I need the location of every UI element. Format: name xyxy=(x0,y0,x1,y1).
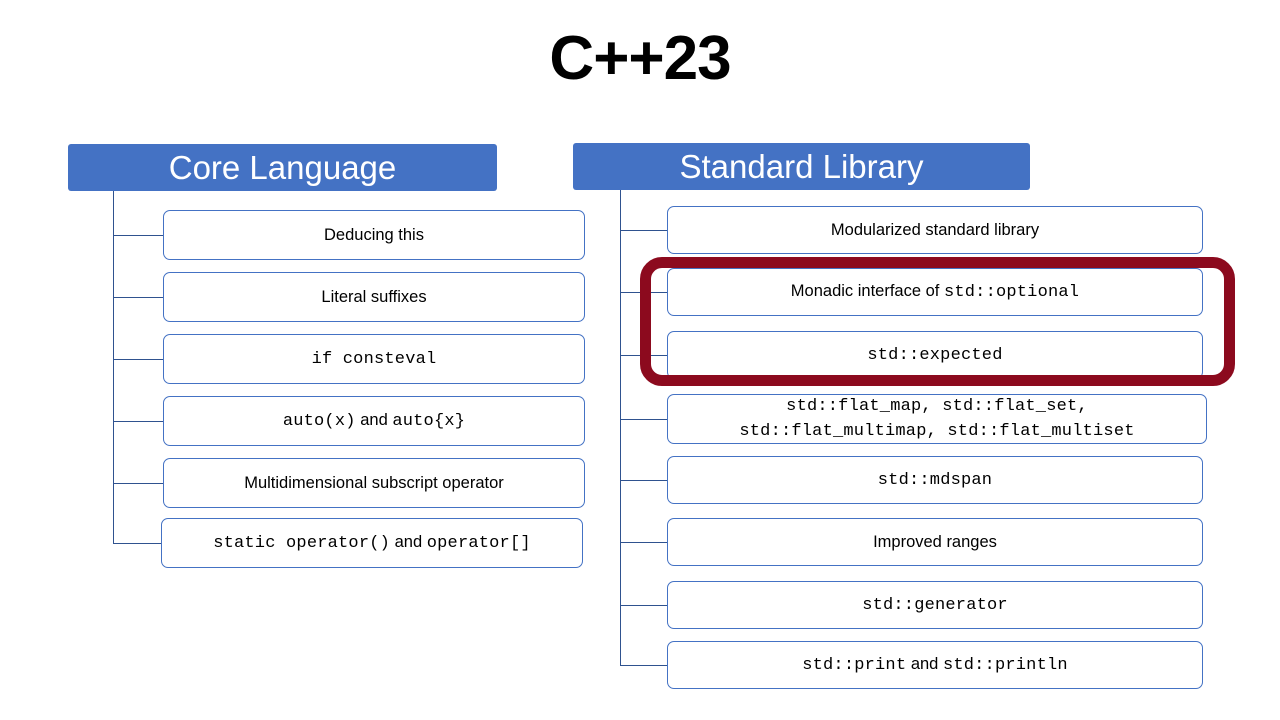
connector-stub-multidimensional-subscript-operator xyxy=(113,483,163,484)
connector-stub-modularized-standard-library xyxy=(620,230,667,231)
node-std-expected[interactable]: std::expected xyxy=(667,331,1203,379)
node-label-std-mdspan: std::mdspan xyxy=(676,468,1194,493)
text-run-prose: and xyxy=(906,654,943,673)
node-label-multidimensional-subscript-operator: Multidimensional subscript operator xyxy=(172,472,576,494)
node-monadic-interface-optional[interactable]: Monadic interface of std::optional xyxy=(667,268,1203,316)
node-label-auto-paren-brace: auto(x) and auto{x} xyxy=(172,409,576,434)
connector-stub-flat-containers xyxy=(620,419,667,420)
node-label-literal-suffixes: Literal suffixes xyxy=(172,286,576,308)
connector-stub-if-consteval xyxy=(113,359,163,360)
node-improved-ranges[interactable]: Improved ranges xyxy=(667,518,1203,566)
connector-trunk-core xyxy=(113,191,114,543)
text-run-code: std::print xyxy=(802,655,907,675)
text-run-code: std::mdspan xyxy=(877,470,993,490)
node-auto-paren-brace[interactable]: auto(x) and auto{x} xyxy=(163,396,585,446)
node-label-monadic-interface-optional: Monadic interface of std::optional xyxy=(676,280,1194,305)
node-flat-containers[interactable]: std::flat_map, std::flat_set,std::flat_m… xyxy=(667,394,1207,444)
text-run-code: auto(x) xyxy=(282,411,356,431)
text-run-code: std::generator xyxy=(862,595,1008,615)
node-label-std-generator: std::generator xyxy=(676,593,1194,618)
node-modularized-standard-library[interactable]: Modularized standard library xyxy=(667,206,1203,254)
text-run-code: std::expected xyxy=(867,345,1003,365)
node-label-deducing-this: Deducing this xyxy=(172,224,576,246)
connector-stub-monadic-interface-optional xyxy=(620,292,667,293)
node-label-modularized-standard-library: Modularized standard library xyxy=(676,219,1194,241)
node-label-improved-ranges: Improved ranges xyxy=(676,531,1194,553)
node-literal-suffixes[interactable]: Literal suffixes xyxy=(163,272,585,322)
connector-stub-std-expected xyxy=(620,355,667,356)
connector-stub-literal-suffixes xyxy=(113,297,163,298)
node-static-operator[interactable]: static operator() and operator[] xyxy=(161,518,583,568)
text-run-prose: Literal suffixes xyxy=(321,287,427,306)
node-if-consteval[interactable]: if consteval xyxy=(163,334,585,384)
connector-stub-auto-paren-brace xyxy=(113,421,163,422)
text-run-code: operator[] xyxy=(426,533,531,553)
text-run-code: std::println xyxy=(942,655,1068,675)
node-label-if-consteval: if consteval xyxy=(172,347,576,372)
column-header-standard-library: Standard Library xyxy=(573,143,1030,190)
connector-stub-std-mdspan xyxy=(620,480,667,481)
connector-stub-improved-ranges xyxy=(620,542,667,543)
connector-stub-static-operator xyxy=(113,543,161,544)
text-run-code: std::flat_map, std::flat_set, xyxy=(786,397,1088,417)
connector-stub-deducing-this xyxy=(113,235,163,236)
connector-trunk-stdlib xyxy=(620,190,621,665)
text-run-code: static operator() xyxy=(213,533,391,553)
text-run-prose: and xyxy=(355,410,393,429)
connector-stub-std-generator xyxy=(620,605,667,606)
column-header-core-language: Core Language xyxy=(68,144,497,191)
node-std-generator[interactable]: std::generator xyxy=(667,581,1203,629)
page-title: C++23 xyxy=(549,24,731,93)
text-run-code: auto{x} xyxy=(392,411,466,431)
text-run-prose: Multidimensional subscript operator xyxy=(244,473,504,492)
text-run-prose: Deducing this xyxy=(324,225,424,244)
node-deducing-this[interactable]: Deducing this xyxy=(163,210,585,260)
text-run-code: if consteval xyxy=(311,349,437,369)
text-run-code: std::optional xyxy=(943,282,1080,302)
node-label-flat-containers: std::flat_map, std::flat_set,std::flat_m… xyxy=(676,394,1198,444)
text-run-prose: Monadic interface of xyxy=(790,281,944,300)
text-run-prose: Modularized standard library xyxy=(830,220,1040,239)
node-std-mdspan[interactable]: std::mdspan xyxy=(667,456,1203,504)
text-run-prose: Improved ranges xyxy=(873,532,997,551)
text-run-code: std::flat_multimap, std::flat_multiset xyxy=(739,422,1135,441)
text-run-prose: and xyxy=(390,532,427,551)
node-multidimensional-subscript-operator[interactable]: Multidimensional subscript operator xyxy=(163,458,585,508)
node-label-std-expected: std::expected xyxy=(676,343,1194,368)
node-label-static-operator: static operator() and operator[] xyxy=(170,531,574,556)
node-std-print-println[interactable]: std::print and std::println xyxy=(667,641,1203,689)
connector-stub-std-print-println xyxy=(620,665,667,666)
node-label-std-print-println: std::print and std::println xyxy=(676,653,1194,678)
